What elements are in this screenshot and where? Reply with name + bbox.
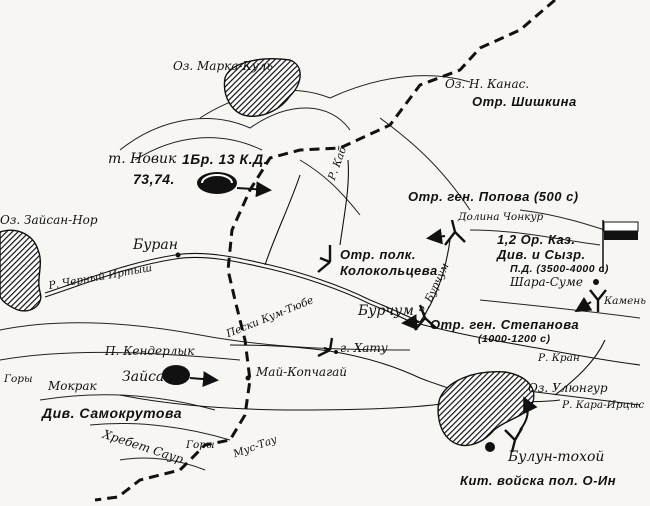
- river-label-kran: Р. Кран: [538, 352, 580, 364]
- place-label-shara-sume: Шара-Суме: [510, 275, 583, 289]
- lake-marka-kul: [223, 58, 301, 117]
- place-label-buran: Буран: [133, 237, 178, 253]
- unit-label-kolokoltsev-1: Отр. полк.: [340, 247, 417, 262]
- place-label-khatu: г. Хату: [340, 341, 388, 355]
- place-label-burchum: Бурчум: [358, 303, 414, 319]
- place-label-zaysan: Зайсан: [122, 369, 174, 385]
- place-label-novik: т. Новик: [108, 151, 177, 167]
- zaysan-oval: [162, 365, 190, 385]
- unit-label-stepanov-strength: (1000-1200 с): [478, 333, 551, 345]
- flag-icon: [602, 220, 639, 272]
- lake-label-marka-kul: Оз. Марка-Куль: [173, 59, 273, 73]
- unit-label-kaz-1: 1,2 Ор. Каз.: [497, 232, 576, 247]
- state-border: [94, 0, 556, 502]
- place-label-kamen: Камень: [604, 295, 646, 307]
- lake-ulyungur: [437, 371, 535, 447]
- place-label-kenderlyk: П. Кендерлык: [105, 344, 195, 358]
- zaysan-arrow: [189, 371, 219, 388]
- unit-label-kolokoltsev-2: Колокольцева: [340, 263, 438, 278]
- place-label-bulun-tokhoi: Булун-тохой: [508, 449, 605, 465]
- river-label-kara-irtysh: Р. Кара-Ирцыс: [562, 399, 645, 411]
- town-markers: [175, 252, 599, 452]
- place-label-mai-kopchagai: Май-Копчагай: [256, 365, 348, 379]
- unit-label-kaz-2: Див. и Сызр.: [497, 247, 586, 262]
- unit-label-chinese: Кит. войска пол. О-Ин: [460, 473, 617, 488]
- lake-label-zaysan-nor: Оз. Зайсан-Нор: [0, 213, 98, 227]
- detachment-symbols: [317, 219, 607, 453]
- brigade-arrow: [236, 181, 272, 198]
- unit-label-samokrutov: Див. Самокрутова: [42, 405, 182, 421]
- terrain-label-gory: Горы: [4, 373, 33, 385]
- unit-label-kaz-3: П.Д. (3500-4000 с): [510, 263, 609, 275]
- terrain-label-gory-saur: Горы: [186, 439, 215, 451]
- unit-label-brigade: 1Бр. 13 К.Д.: [182, 151, 268, 167]
- place-label-dolina-chonkur: Долина Чонкур: [458, 211, 544, 223]
- unit-label-shishkin: Отр. Шишкина: [472, 94, 577, 109]
- unit-label-stepanov: Отр. ген. Степанова: [430, 317, 580, 332]
- lake-label-ulyungur: Оз. Улюнгур: [528, 381, 608, 395]
- terrain-label-mokrak: Мокрак: [48, 379, 97, 393]
- unit-label-popov: Отр. ген. Попова (500 с): [408, 189, 579, 204]
- lake-zaysan-nor: [0, 229, 42, 312]
- lake-label-kanas: Оз. Н. Канас.: [445, 77, 530, 91]
- unit-label-brigade-numbers: 73,74.: [133, 171, 175, 187]
- road-line-south: [119, 394, 456, 411]
